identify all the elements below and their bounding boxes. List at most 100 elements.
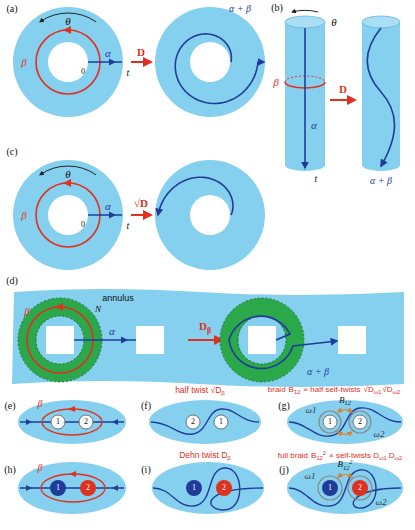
label: 1 (328, 417, 332, 426)
label-line: α + β (307, 367, 329, 377)
label: (d) (6, 275, 18, 286)
subscript: ω1 (374, 389, 382, 395)
label-line: (c) (6, 147, 17, 157)
illustration-circle (318, 476, 342, 500)
label-line: (a) (6, 4, 17, 14)
label: B (289, 385, 294, 394)
illustration-ellipse (152, 462, 264, 514)
label-line: β (273, 77, 278, 88)
illustration-path (13, 160, 123, 270)
label: Dehn twist D (179, 450, 227, 460)
label: (e) (4, 400, 15, 411)
illustration-polygon (109, 59, 116, 66)
illustration-circle (51, 415, 65, 429)
label-line: (h) (4, 465, 16, 475)
label-line: α (105, 201, 111, 212)
label: β (21, 209, 26, 221)
illustration-path (368, 28, 395, 166)
label-line: 2 (84, 418, 88, 426)
label-line: (j) (279, 465, 288, 475)
superscript: 2 (349, 458, 352, 465)
label: (b) (271, 2, 283, 13)
illustration-line (188, 339, 222, 341)
label-line: ω1 (306, 406, 317, 415)
label: N (95, 304, 101, 314)
label-line: 1 (219, 418, 223, 426)
label: × self-twists D (329, 451, 379, 460)
illustration-path (155, 160, 265, 270)
subscript: 12 (294, 389, 300, 395)
label: β (273, 76, 278, 88)
label-line: β (38, 399, 43, 409)
label-line: (e) (4, 401, 15, 411)
label: t (127, 220, 130, 231)
label-line: N (95, 305, 101, 314)
subscript: 12 (316, 455, 322, 461)
label-line: α (109, 326, 115, 337)
illustration-circle (349, 411, 371, 433)
label-line: Dβ (199, 321, 211, 335)
illustration-path (155, 7, 265, 117)
label-line: β (21, 210, 26, 221)
label-line: t (315, 174, 318, 184)
illustration-path (338, 432, 352, 435)
illustration-path (229, 316, 337, 368)
label-line: B122 (337, 459, 352, 471)
illustration-circle (214, 415, 228, 429)
label-line: (d) (6, 276, 18, 286)
label: (h) (4, 464, 16, 475)
illustration-line (20, 421, 124, 422)
label-line: 1 (328, 484, 332, 492)
illustration-polygon (109, 212, 116, 219)
superscript: 2 (323, 450, 326, 456)
illustration-path (289, 470, 401, 508)
label-line: t (127, 221, 130, 231)
label: D (339, 83, 347, 95)
illustration-ellipse (42, 409, 102, 435)
label: 2 (191, 417, 195, 426)
subscript: β (221, 389, 225, 396)
label: 1 (56, 417, 60, 426)
illustration-circle (319, 411, 341, 433)
label: t (127, 67, 130, 78)
label-line: braidB12× half self-twists√Dω1√Dω2 (268, 386, 400, 396)
label: B (311, 451, 316, 460)
label-line: D (137, 47, 145, 58)
subscript: β (207, 326, 211, 335)
illustration-circle (323, 415, 337, 429)
illustration-ellipse (285, 16, 325, 28)
label-line: 2 (191, 418, 195, 426)
illustration-path (362, 22, 400, 171)
label: full braid (278, 451, 308, 460)
label-line: (b) (271, 3, 283, 13)
illustration-ellipse (287, 462, 403, 514)
illustration-ellipse (149, 400, 261, 444)
label: α (109, 325, 115, 337)
illustration-path (12, 289, 404, 387)
illustration-path (338, 410, 352, 413)
illustration-path (285, 22, 325, 171)
illustration-circle (186, 415, 200, 429)
illustration-ellipse (41, 474, 105, 502)
subscript: ω2 (395, 455, 403, 461)
label: ω1 (306, 405, 317, 415)
label-line: ω1 (305, 472, 316, 481)
illustration-line (20, 487, 124, 488)
label: × half self-twists (303, 385, 360, 394)
label-line: (i) (141, 465, 150, 475)
label-line: (f) (141, 401, 151, 411)
label: 0 (81, 220, 85, 229)
label: (j) (279, 464, 288, 475)
illustration-ellipse (18, 462, 126, 514)
label-line: α (105, 48, 111, 59)
illustration-path (175, 34, 264, 104)
illustration-line (131, 214, 151, 216)
illustration-rect (136, 326, 164, 354)
label-line: 2 (86, 484, 90, 492)
label-line: (g) (278, 401, 290, 411)
label-line: 0 (81, 221, 85, 229)
illustration-ellipse (287, 400, 403, 444)
label: θ (65, 15, 70, 27)
label: half twist √D (175, 385, 221, 395)
